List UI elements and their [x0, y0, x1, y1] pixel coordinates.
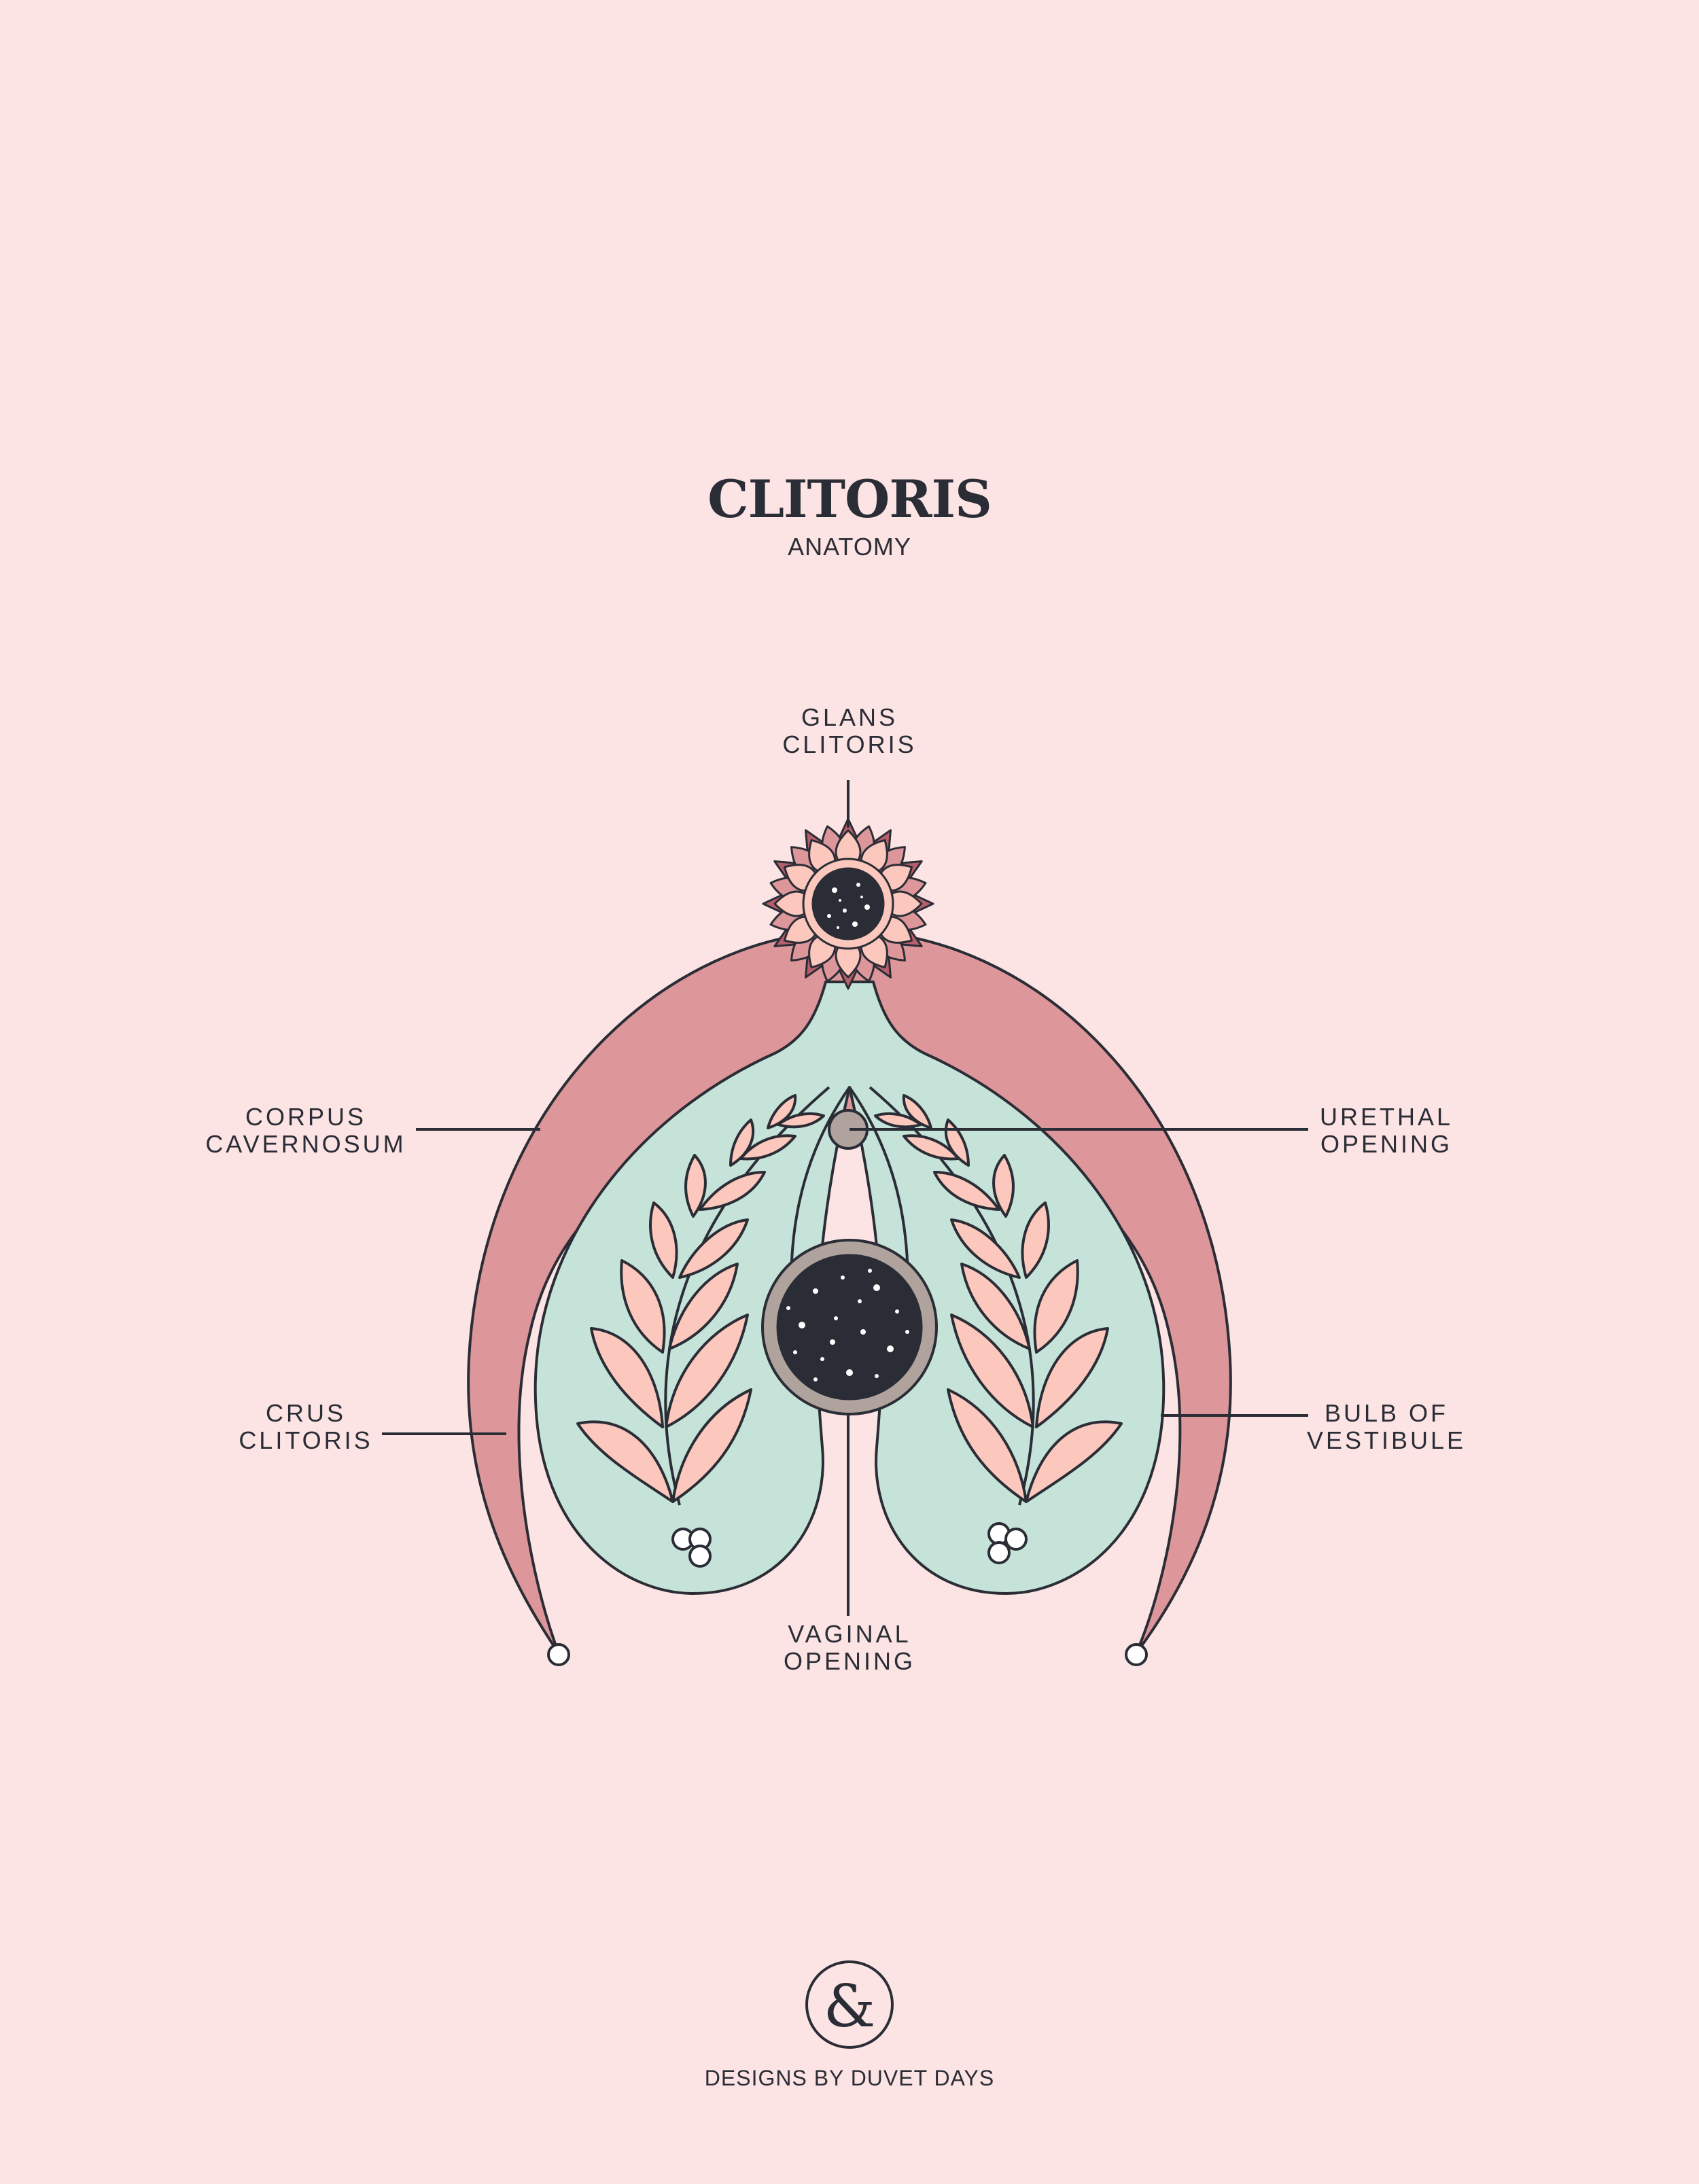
glans-clitoris: [762, 817, 934, 990]
right-leaf-branch: [869, 1086, 1123, 1506]
left-leaf-branch: [576, 1086, 830, 1506]
label-bulb-of-vestibule: BULB OF VESTIBULE: [1306, 1399, 1467, 1454]
brand-ampersand: &: [824, 1973, 876, 2041]
vaginal-opening: [761, 1239, 938, 1415]
page-title: CLITORIS: [707, 469, 992, 529]
label-urethral-opening: URETHAL OPENING: [1319, 1103, 1454, 1158]
label-vaginal-opening: VAGINAL OPENING: [783, 1620, 916, 1675]
berry-clusters: [671, 1522, 1028, 1568]
brand-name: DESIGNS BY DUVET DAYS: [704, 2066, 995, 2090]
label-glans-clitoris: GLANS CLITORIS: [782, 703, 917, 758]
label-crus-clitoris: CRUS CLITORIS: [239, 1399, 373, 1454]
page-subtitle: ANATOMY: [788, 533, 911, 561]
brand-logo: &: [805, 1960, 894, 2049]
left-crus-tip: [547, 1643, 570, 1666]
right-crus-tip: [1125, 1643, 1148, 1666]
leader-lines: [382, 780, 1308, 1616]
label-corpus-cavernosum: CORPUS CAVERNOSUM: [205, 1103, 406, 1158]
